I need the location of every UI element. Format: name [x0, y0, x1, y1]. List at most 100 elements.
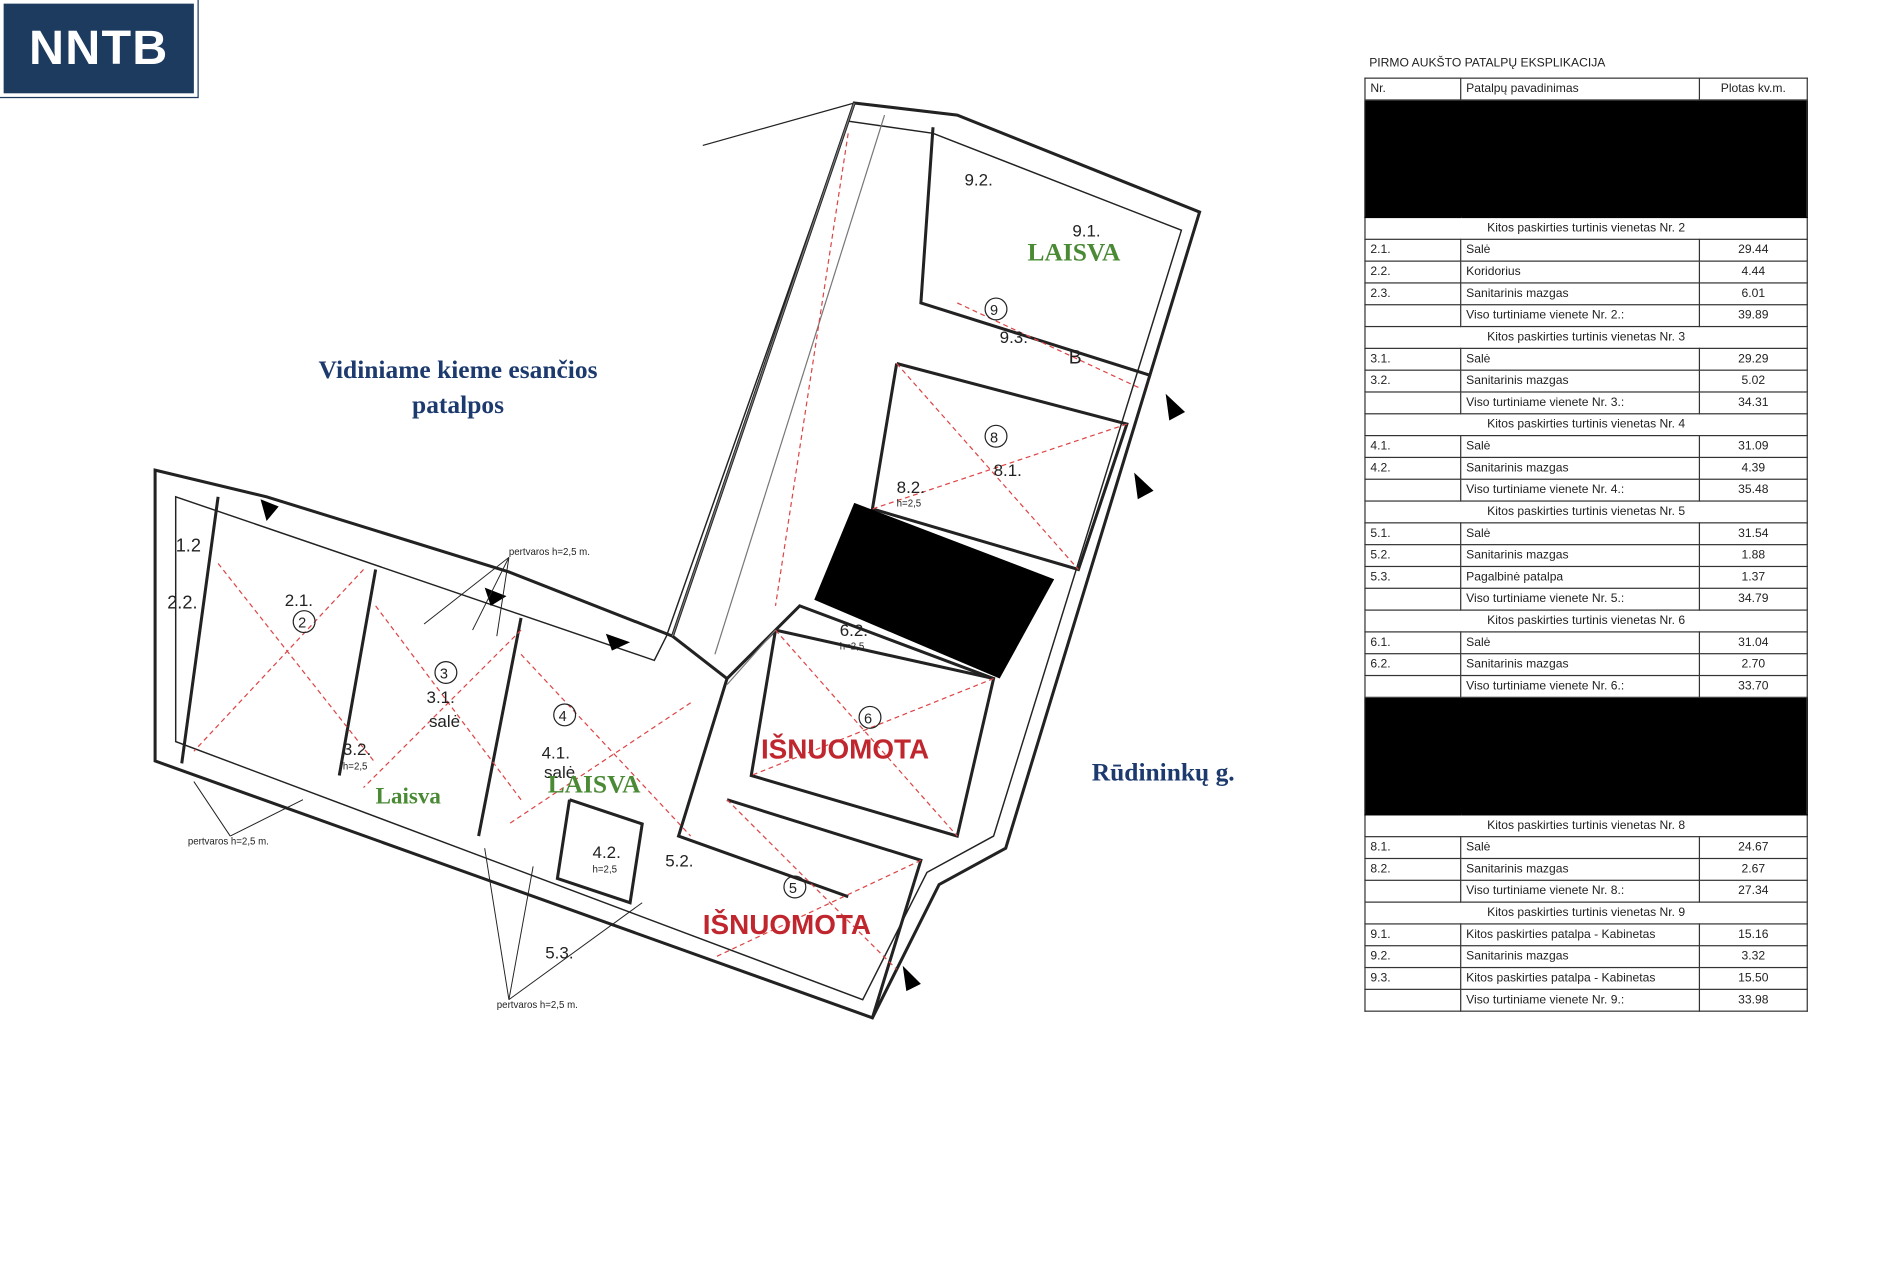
room-number	[1364, 674, 1462, 698]
room-9-3: 9.3.	[1000, 328, 1028, 347]
group-header-row: Kitos paskirties turtinis vienetas Nr. 8	[1364, 814, 1808, 838]
room-number: 3.1.	[1364, 347, 1462, 371]
room-3-1: 3.1.	[427, 688, 455, 707]
room-area: 34.79	[1698, 587, 1808, 611]
room-9-1: 9.1.	[1072, 221, 1100, 240]
total-row: Viso turtiniame vienete Nr. 2.:39.89	[1364, 304, 1808, 328]
room-diagonals	[193, 133, 1140, 970]
room-area: 33.98	[1698, 988, 1808, 1012]
room-2-2: 2.2.	[167, 592, 197, 612]
total-row: Viso turtiniame vienete Nr. 8.:27.34	[1364, 879, 1808, 903]
room-5-2: 5.2.	[665, 851, 693, 870]
room-number: 5.1.	[1364, 522, 1462, 546]
room-name: Sanitarinis mazgas	[1460, 369, 1701, 393]
redaction-row	[1364, 99, 1808, 219]
nntb-logo: NNTB	[0, 0, 199, 99]
room-area: 2.70	[1698, 653, 1808, 677]
room-name: Viso turtiniame vienete Nr. 4.:	[1460, 478, 1701, 502]
group-title: Kitos paskirties turtinis vienetas Nr. 9	[1364, 901, 1808, 925]
room-area: 4.44	[1698, 260, 1808, 284]
room-1-2: 1.2	[176, 535, 201, 555]
room-area: 2.67	[1698, 857, 1808, 881]
room-name: Viso turtiniame vienete Nr. 3.:	[1460, 391, 1701, 415]
height-8-2: h=2,5	[897, 498, 922, 509]
unit-5: 5	[789, 881, 797, 897]
room-9-2: 9.2.	[965, 170, 993, 189]
room-number	[1364, 988, 1462, 1012]
room-area: 29.44	[1698, 238, 1808, 262]
status-rented-unit-6: IŠNUOMOTA	[761, 733, 929, 765]
courtyard-label-line2: patalpos	[412, 390, 504, 420]
room-name: Viso turtiniame vienete Nr. 9.:	[1460, 988, 1701, 1012]
status-labels: LAISVA Laisva LAISVA	[376, 238, 1121, 809]
room-2-1: 2.1.	[285, 591, 313, 610]
room-area: 31.54	[1698, 522, 1808, 546]
room-number: 8.1.	[1364, 836, 1462, 860]
partition-note: pertvaros h=2,5 m.	[497, 1000, 578, 1011]
room-number: 9.2.	[1364, 945, 1462, 969]
group-header-row: Kitos paskirties turtinis vienetas Nr. 3	[1364, 325, 1808, 349]
room-name: Salė	[1460, 347, 1701, 371]
table-title: PIRMO AUKŠTO PATALPŲ EKSPLIKACIJA	[1369, 56, 1606, 71]
room-area: 1.37	[1698, 565, 1808, 589]
height-6-2: h=2,5	[840, 641, 865, 652]
room-6-2: 6.2.	[840, 621, 868, 640]
room-3-1-type: salė	[429, 712, 460, 731]
unit-8: 8	[990, 430, 998, 446]
status-free-unit-3: Laisva	[376, 782, 442, 808]
room-name: Sanitarinis mazgas	[1460, 282, 1701, 306]
room-area: 5.02	[1698, 369, 1808, 393]
unit-3: 3	[440, 667, 448, 683]
entrance-markers	[260, 393, 1186, 992]
room-area: 31.04	[1698, 631, 1808, 655]
room-name: Viso turtiniame vienete Nr. 5.:	[1460, 587, 1701, 611]
room-name: Pagalbinė patalpa	[1460, 565, 1701, 589]
room-name: Kitos paskirties patalpa - Kabinetas	[1460, 923, 1701, 947]
room-number: 9.1.	[1364, 923, 1462, 947]
room-area: 31.09	[1698, 435, 1808, 459]
partition-leaders	[193, 557, 643, 1001]
room-area: 15.16	[1698, 923, 1808, 947]
room-name: Sanitarinis mazgas	[1460, 456, 1701, 480]
redaction-block	[814, 502, 1055, 679]
room-name: Koridorius	[1460, 260, 1701, 284]
group-header-row: Kitos paskirties turtinis vienetas Nr. 2	[1364, 216, 1808, 240]
room-number: 4.1.	[1364, 435, 1462, 459]
room-name: Viso turtiniame vienete Nr. 2.:	[1460, 304, 1701, 328]
courtyard-label-line1: Vidiniame kieme esančios	[318, 355, 598, 385]
room-number: 5.2.	[1364, 544, 1462, 568]
room-number	[1364, 391, 1462, 415]
header-nr: Nr.	[1364, 77, 1462, 101]
group-title: Kitos paskirties turtinis vienetas Nr. 5	[1364, 500, 1808, 524]
room-name: Salė	[1460, 238, 1701, 262]
total-row: Viso turtiniame vienete Nr. 5.:34.79	[1364, 587, 1808, 611]
room-area: 4.39	[1698, 456, 1808, 480]
room-name: Sanitarinis mazgas	[1460, 945, 1701, 969]
room-number	[1364, 587, 1462, 611]
room-number	[1364, 304, 1462, 328]
room-b: B	[1069, 347, 1082, 369]
unit-circles	[292, 297, 1008, 899]
room-number: 2.2.	[1364, 260, 1462, 284]
partition-note: pertvaros h=2,5 m.	[188, 837, 269, 848]
room-number	[1364, 478, 1462, 502]
room-area: 24.67	[1698, 836, 1808, 860]
height-4-2: h=2,5	[593, 864, 618, 875]
redaction-row	[1364, 696, 1808, 816]
status-free-unit-4: LAISVA	[548, 769, 641, 798]
room-3-2: 3.2.	[343, 740, 371, 759]
room-number: 5.3.	[1364, 565, 1462, 589]
room-8-1: 8.1.	[994, 461, 1022, 480]
